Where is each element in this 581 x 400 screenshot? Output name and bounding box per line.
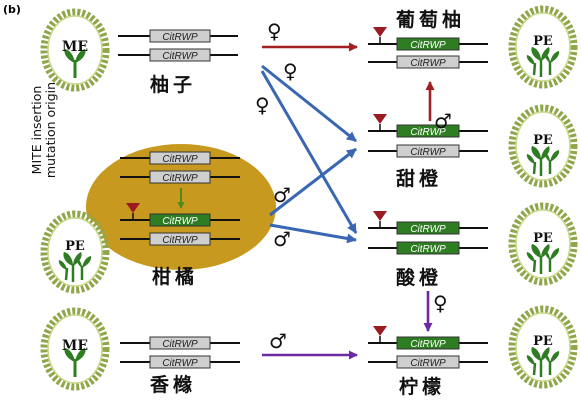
gene-box-wild (396, 55, 460, 69)
seed-label-pe: PE (533, 133, 553, 148)
gene-pairs: CitRWP CitRWP CitRWP CitRWP CitRWP CitRWP CitR… (118, 27, 488, 369)
gene-grapefruit-2: CitRWP (368, 55, 488, 69)
gene-box-mutant (396, 221, 460, 235)
species-lemon: 柠檬 (399, 376, 446, 398)
gene-mandarin-1: CitRWP (120, 151, 240, 165)
gene-box-mutant (396, 336, 460, 350)
mite-insertion-icon (373, 326, 387, 336)
species-grapefruit: 葡萄柚 (396, 9, 466, 31)
seed-label-pe: PE (533, 34, 553, 49)
gene-box-wild (149, 170, 211, 184)
arrow-pomelo-sweet-orange (261, 64, 357, 143)
mite-origin-line1: MITE insertion (29, 85, 44, 175)
species-pomelo: 柚子 (150, 74, 197, 96)
gene-label: CitRWP (410, 339, 446, 350)
species-citron: 香橼 (150, 374, 197, 396)
gene-mandarin-2: CitRWP (120, 170, 240, 184)
mite-origin-line2: mutation origin (43, 81, 58, 179)
gene-box-wild (396, 144, 460, 158)
mite-insertion-icon (373, 211, 387, 221)
species-mandarin: 柑橘 (152, 266, 199, 288)
seed-label-pe: PE (533, 231, 553, 246)
seed-label-me: ME (62, 39, 88, 55)
female-symbol: ♀ (267, 19, 282, 43)
gene-box-mutant (396, 124, 460, 138)
gene-box-wild (149, 232, 211, 246)
seed-label-pe: PE (65, 239, 85, 254)
gene-pomelo-1: CitRWP (118, 29, 238, 43)
seed-label-pe: PE (533, 334, 553, 349)
gene-mandarin-4: CitRWP (120, 232, 240, 246)
male-symbol: ♂ (273, 183, 291, 207)
male-symbol: ♂ (434, 109, 452, 133)
gene-label: CitRWP (410, 244, 446, 255)
female-symbol: ♀ (433, 291, 448, 315)
gene-label: CitRWP (162, 173, 198, 184)
gene-box-wild (149, 151, 211, 165)
gene-sweet-orange-1: CitRWP (368, 114, 488, 138)
gene-citron-2: CitRWP (120, 355, 240, 369)
gene-label: CitRWP (410, 358, 446, 369)
female-symbol: ♀ (255, 93, 270, 117)
panel-label: (b) (3, 3, 21, 16)
gene-label: CitRWP (162, 235, 198, 246)
female-symbol: ♀ (283, 59, 298, 83)
arrow-mandarin-sweet-orange (269, 147, 357, 217)
gene-box-mutant (149, 213, 211, 227)
mite-insertion-icon (373, 114, 387, 124)
gene-box-wild (149, 48, 211, 62)
gene-citron-1: CitRWP (120, 336, 240, 350)
gene-label: CitRWP (410, 147, 446, 158)
gene-sweet-orange-2: CitRWP (368, 144, 488, 158)
gene-label: CitRWP (410, 224, 446, 235)
gene-pomelo-2: CitRWP (118, 48, 238, 62)
gene-box-wild (396, 355, 460, 369)
gene-box-wild (149, 336, 211, 350)
seed-label-me: ME (62, 338, 88, 354)
seed-grapefruit: PE (512, 9, 574, 85)
male-symbol: ♂ (273, 227, 291, 251)
gene-label: CitRWP (410, 58, 446, 69)
species-sweet-orange: 甜橙 (396, 168, 443, 190)
gene-mandarin-mutant: CitRWP (120, 203, 240, 227)
seed-citron: ME (44, 311, 106, 387)
gene-label: CitRWP (410, 127, 446, 138)
mite-origin-label: MITE insertion mutation origin (29, 50, 58, 210)
gene-box-wild (149, 355, 211, 369)
gene-label: CitRWP (162, 51, 198, 62)
gene-label: CitRWP (162, 32, 198, 43)
seed-mandarin: PE (44, 214, 106, 290)
mite-insertion-icon (126, 203, 140, 213)
gene-label: CitRWP (162, 358, 198, 369)
gene-grapefruit-1: CitRWP (368, 27, 488, 51)
gene-label: CitRWP (162, 154, 198, 165)
gene-box-wild (149, 29, 211, 43)
gene-lemon-2: CitRWP (368, 355, 488, 369)
gene-label: CitRWP (410, 40, 446, 51)
arrow-pomelo-sour-orange (260, 70, 358, 234)
mite-insertion-icon (373, 27, 387, 37)
seed-sweet-orange: PE (512, 108, 574, 184)
seed-sour-orange: PE (512, 206, 574, 282)
seed-lemon: PE (512, 309, 574, 385)
gene-sour-orange-1: CitRWP (368, 211, 488, 235)
arrow-mandarin-sour-orange (269, 223, 357, 244)
male-symbol: ♂ (269, 329, 287, 353)
gene-box-mutant (396, 241, 460, 255)
gene-box-mutant (396, 37, 460, 51)
gene-label: CitRWP (162, 339, 198, 350)
species-sour-orange: 酸橙 (396, 267, 443, 289)
gene-label: CitRWP (162, 216, 198, 227)
seed-pomelo: ME (44, 12, 106, 88)
gene-sour-orange-2: CitRWP (368, 241, 488, 255)
gene-lemon-1: CitRWP (368, 326, 488, 350)
